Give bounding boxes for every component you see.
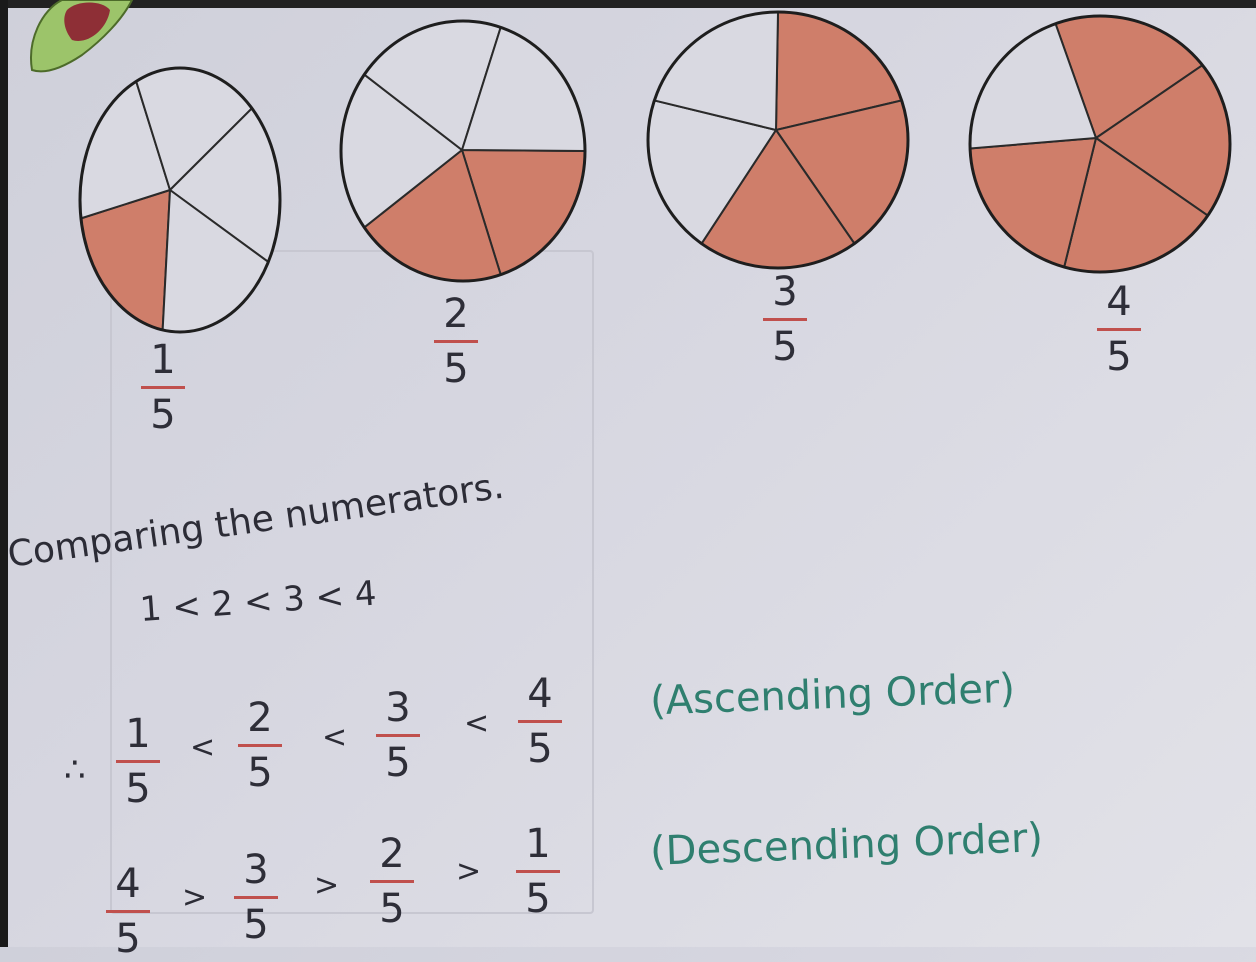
numerator: 4	[1106, 279, 1132, 325]
denominator: 5	[772, 324, 798, 370]
numerator: 3	[772, 269, 798, 315]
pie-outline	[646, 10, 910, 270]
pie-4-fraction: 4 5	[1089, 280, 1149, 379]
fraction-bar	[376, 734, 420, 737]
faint-background-box	[110, 250, 594, 914]
greater-than-1: >	[182, 880, 208, 915]
fraction-bar	[238, 744, 282, 747]
pie-chart-1	[78, 66, 282, 334]
less-than-3: <	[464, 706, 490, 741]
fraction-bar	[141, 386, 185, 389]
greater-than-3: >	[456, 854, 482, 889]
numerator: 1	[150, 337, 176, 383]
denominator: 5	[1106, 334, 1132, 380]
less-than-1: <	[190, 730, 216, 765]
photo-edge-left	[0, 0, 8, 947]
decorative-illustration	[30, 0, 134, 73]
fraction-bar	[434, 340, 478, 343]
numerator: 2	[443, 291, 469, 337]
less-than-2: <	[322, 720, 348, 755]
fraction-bar	[763, 318, 807, 321]
desc-fraction-1: 4 5	[98, 862, 158, 961]
fraction-bar	[116, 760, 160, 763]
asc-fraction-3: 3 5	[368, 686, 428, 785]
denominator: 5	[443, 346, 469, 392]
ascending-order-label: (Ascending Order)	[649, 665, 1016, 725]
pie-outline	[339, 19, 587, 283]
fraction-bar	[370, 880, 414, 883]
pie-chart-4	[968, 14, 1232, 274]
desc-fraction-2: 3 5	[226, 848, 286, 947]
fraction-bar	[518, 720, 562, 723]
descending-order-label: (Descending Order)	[649, 815, 1044, 875]
pie-2-fraction: 2 5	[426, 292, 486, 391]
fraction-bar	[516, 870, 560, 873]
asc-fraction-4: 4 5	[510, 672, 570, 771]
desc-fraction-3: 2 5	[362, 832, 422, 931]
greater-than-2: >	[314, 868, 340, 903]
pie-outline	[78, 66, 282, 334]
pie-chart-3	[646, 10, 910, 270]
fraction-bar	[234, 896, 278, 899]
pie-outline	[968, 14, 1232, 274]
photo-edge-top	[0, 0, 1256, 8]
desc-fraction-4: 1 5	[508, 822, 568, 921]
asc-fraction-1: 1 5	[108, 712, 168, 811]
asc-fraction-2: 2 5	[230, 696, 290, 795]
therefore-symbol: ∴	[64, 750, 86, 790]
fraction-bar	[1097, 328, 1141, 331]
pie-1-fraction: 1 5	[133, 338, 193, 437]
pie-chart-2	[339, 19, 587, 283]
fraction-bar	[106, 910, 150, 913]
pie-3-fraction: 3 5	[755, 270, 815, 369]
denominator: 5	[150, 392, 176, 438]
